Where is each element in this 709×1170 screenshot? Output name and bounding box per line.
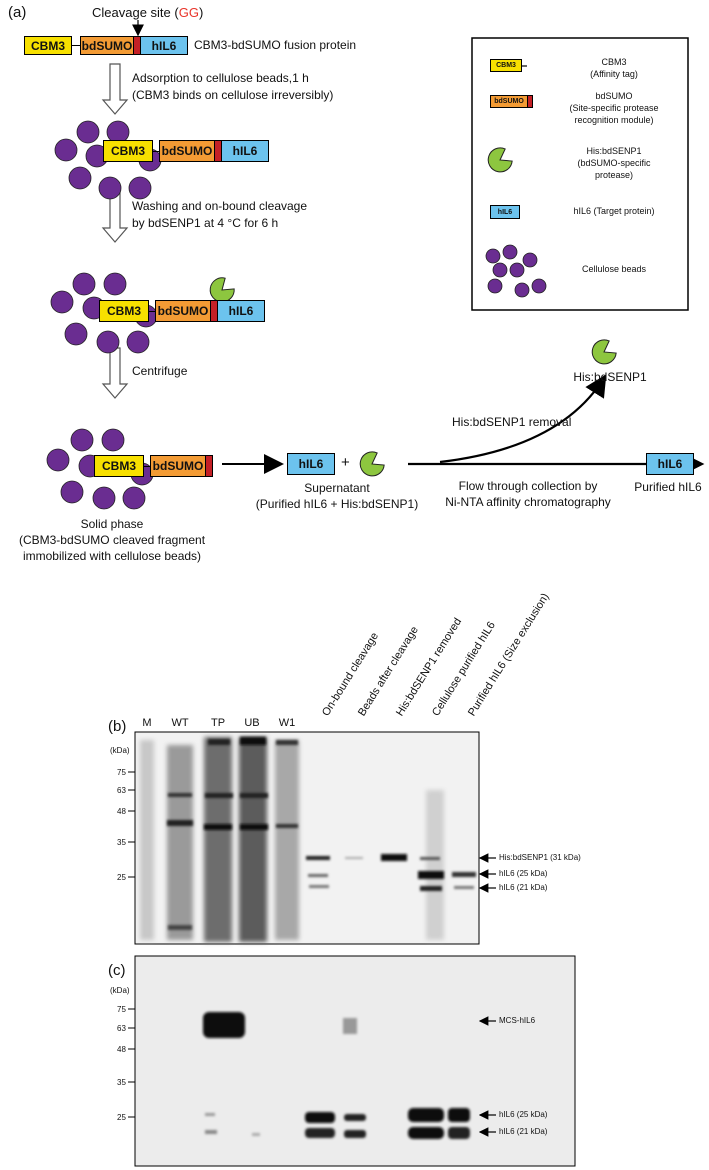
kda-label-c: (kDa) [110, 986, 130, 995]
panel-a-label: (a) [8, 4, 27, 21]
step-arrows [101, 63, 129, 399]
step3-arrow [101, 347, 129, 399]
hil6-box-supernatant: hIL6 [287, 453, 335, 475]
annotation-c-hil6-21: hIL6 (21 kDa) [499, 1127, 548, 1136]
bdsenp1-icon-bound [209, 277, 235, 303]
gel-b-bands [167, 737, 476, 930]
mw-c-48: 48 [117, 1045, 126, 1054]
hil6-box-3: hIL6 [217, 300, 265, 322]
lane-w1: W1 [278, 717, 296, 729]
mw-c-35: 35 [117, 1078, 126, 1087]
cbm3-box-3: CBM3 [99, 300, 149, 322]
purified-label: Purified hIL6 [634, 480, 702, 494]
legend-beads-text: Cellulose beads [581, 264, 647, 274]
gel-b-smears [140, 737, 444, 942]
legend-cbm3-box: CBM3 [490, 59, 522, 72]
legend-bdsenp1-icon [487, 147, 513, 173]
linker-2 [153, 151, 159, 152]
mw-b-25: 25 [117, 873, 126, 882]
legend-hil6-text: hIL6 (Target protein) [573, 206, 655, 216]
bdsenp1-icon-removed [591, 339, 617, 365]
legend-beads [485, 244, 547, 298]
cbm3-box-4: CBM3 [94, 455, 144, 477]
linker-4 [144, 466, 150, 467]
legend-cbm3-text: CBM3(Affinity tag) [590, 57, 638, 79]
bdsumo-box-3: bdSUMO [155, 300, 211, 322]
mw-b-75: 75 [117, 768, 126, 777]
lane-wt: WT [171, 717, 189, 729]
legend-gg-box [527, 95, 533, 108]
annotation-b-hil6-21: hIL6 (21 kDa) [499, 883, 548, 892]
cbm3-box: CBM3 [24, 36, 72, 55]
panel-b-label: (b) [108, 718, 127, 735]
legend-box [471, 37, 689, 311]
plus-sign: + [341, 454, 350, 471]
mw-b-48: 48 [117, 807, 126, 816]
legend-hil6-box: hIL6 [490, 205, 520, 219]
bdsenp1-icon-supernatant [359, 451, 385, 477]
lane-ub: UB [244, 717, 260, 729]
fusion-caption: CBM3-bdSUMO fusion protein [194, 38, 357, 52]
solid-phase-text: Solid phase(CBM3-bdSUMO cleaved fragment… [18, 517, 206, 563]
lane-tp: TP [210, 717, 226, 729]
cbm3-box-2: CBM3 [103, 140, 153, 162]
linker [72, 45, 80, 46]
step3-text: Centrifuge [132, 364, 188, 378]
mw-b-35: 35 [117, 838, 126, 847]
mw-c-25: 25 [117, 1113, 126, 1122]
legend-bdsumo-box: bdSUMO [490, 95, 528, 108]
gel-c-bands [203, 1012, 470, 1139]
removal-arrow [439, 374, 607, 464]
step1-arrow [101, 63, 129, 115]
bdsumo-box-2: bdSUMO [159, 140, 215, 162]
hil6-box: hIL6 [140, 36, 188, 55]
hil6-box-2: hIL6 [221, 140, 269, 162]
step2-arrow [101, 191, 129, 243]
mw-c-63: 63 [117, 1024, 126, 1033]
step1-text: Adsorption to cellulose beads,1 h(CBM3 b… [132, 71, 334, 102]
linker-3 [149, 311, 155, 312]
mw-b-63: 63 [117, 786, 126, 795]
cleavage-site-label: Cleavage site (GG) [92, 5, 204, 20]
bead-cluster-3 [46, 428, 154, 510]
his-bdsenp1-label: His:bdSENP1 [573, 370, 647, 384]
removal-label: His:bdSENP1 removal [452, 415, 572, 429]
panel-a-graphics [46, 20, 705, 510]
panel-c-label: (c) [108, 962, 126, 979]
supernatant-text: Supernatant(Purified hIL6 + His:bdSENP1) [255, 481, 419, 511]
kda-label-b: (kDa) [110, 746, 130, 755]
mw-c-75: 75 [117, 1005, 126, 1014]
annotation-b-hil6-25: hIL6 (25 kDa) [499, 869, 548, 878]
gg-text: GG [178, 5, 199, 20]
bead-cluster-2 [50, 272, 158, 354]
gg-site-box-4 [205, 455, 213, 477]
lane-m: M [142, 717, 152, 729]
bead-cluster-1 [54, 120, 162, 200]
annotation-c-mcs: MCS-hIL6 [499, 1016, 536, 1025]
annotation-c-hil6-25: hIL6 (25 kDa) [499, 1110, 548, 1119]
hil6-box-purified: hIL6 [646, 453, 694, 475]
annotation-b-bdsenp1: His:bdSENP1 (31 kDa) [499, 853, 581, 862]
